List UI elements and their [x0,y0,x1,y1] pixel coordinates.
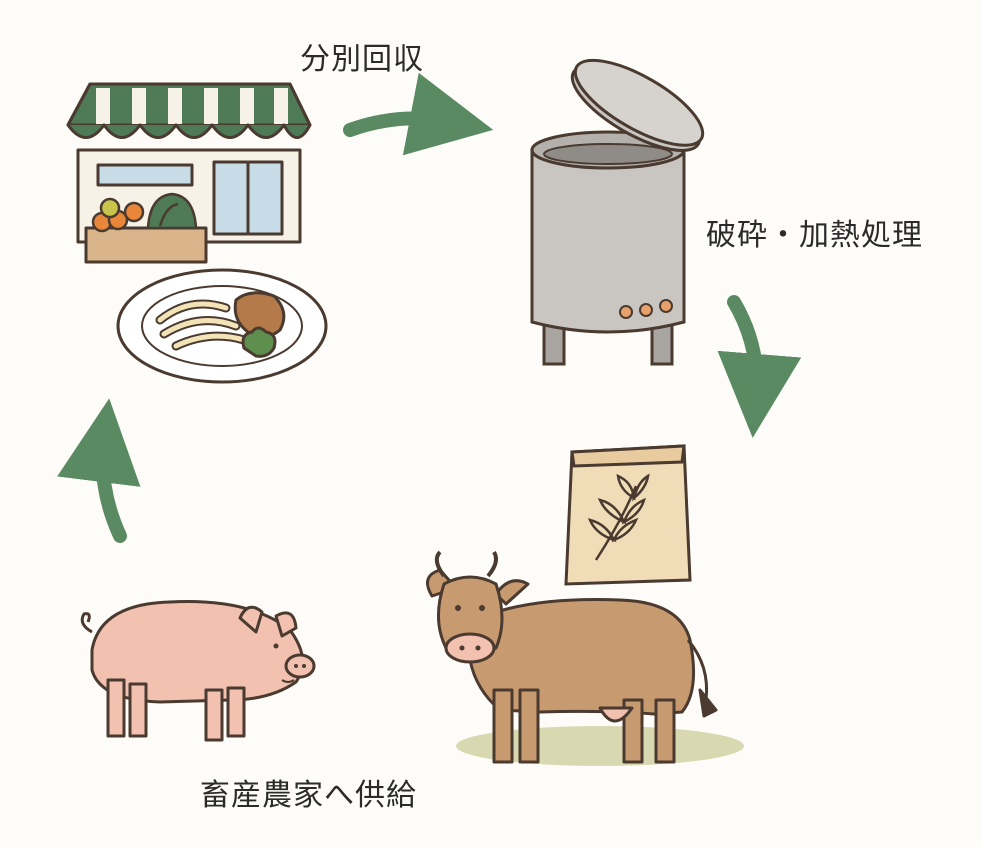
label-crush-heat-process: 破砕・加熱処理 [706,218,923,253]
waste-tank-icon [530,58,705,366]
label-separate-collection: 分別回収 [300,42,424,77]
label-supply-to-farms: 畜産農家へ供給 [200,778,417,813]
arrow-tank-to-feed [717,295,802,438]
arrow-store-to-tank [343,72,494,156]
feed-bag-icon [564,444,692,586]
cow-icon [426,550,744,766]
store-icon [66,82,312,264]
arrow-pig-to-store [57,398,141,543]
pig-icon [80,600,316,742]
food-plate-icon [116,268,328,384]
